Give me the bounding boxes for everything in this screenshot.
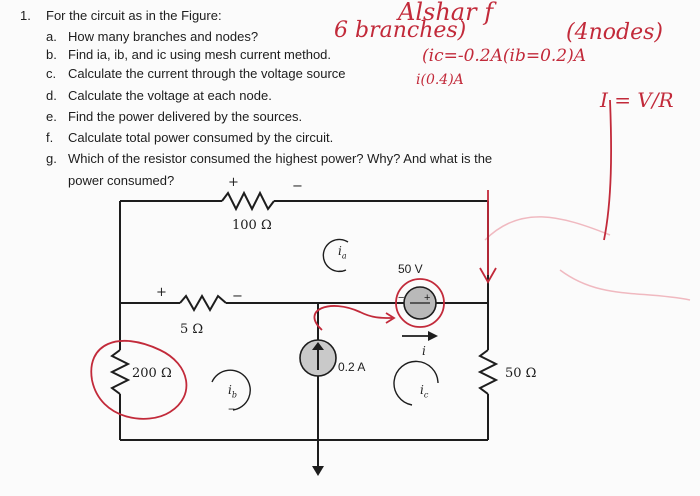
plus-mark-left: + [156, 285, 167, 300]
circuit-wires [109, 190, 499, 470]
handwritten-nodes: (4nodes) [566, 20, 663, 45]
resistor-50-label: 50 Ω [505, 366, 537, 381]
handwritten-ic-ib: (ic=-0.2A(ib=0.2)A [422, 46, 587, 66]
resistor-100-label: 100 Ω [232, 218, 272, 233]
item-e-text: Find the power delivered by the sources. [68, 109, 303, 124]
question-number: 1. [20, 8, 31, 23]
mesh-c-arc [393, 360, 439, 406]
handwritten-vs-current: i(0.4)A [416, 72, 464, 88]
mesh-a-arc [322, 238, 349, 273]
item-b-marker: b. [46, 47, 57, 62]
item-a-text: How many branches and nodes? [68, 29, 259, 44]
pen-marks [90, 99, 613, 420]
vsource-minus: − [398, 292, 405, 304]
faint-pen-stroke [484, 216, 611, 241]
mesh-b-sub: b [231, 390, 237, 400]
mesh-a-minus: − [338, 264, 346, 278]
voltage-source [403, 286, 437, 320]
mesh-c-label: ic [420, 383, 429, 400]
item-g-marker: g. [46, 151, 57, 166]
faint-pen-stroke [559, 269, 691, 301]
mesh-a-label: ia [338, 244, 347, 261]
handwritten-branches: 6 branches) [334, 18, 467, 43]
resistor-5-label: 5 Ω [180, 322, 204, 337]
item-g-text: Which of the resistor consumed the highe… [68, 151, 493, 166]
mesh-b-arc [211, 369, 251, 411]
mesh-b-minus: − [228, 402, 236, 416]
item-d-marker: d. [46, 88, 57, 103]
mesh-a-sub: a [341, 251, 347, 261]
item-a-marker: a. [46, 29, 57, 44]
item-d-text: Calculate the voltage at each node. [68, 88, 272, 103]
mesh-b-label: ib [228, 383, 237, 400]
item-f-text: Calculate total power consumed by the ci… [68, 130, 334, 145]
minus-mark-top: − [292, 179, 303, 194]
minus-mark-left: − [232, 289, 243, 304]
current-source [299, 339, 337, 377]
mid-current-label: i [422, 344, 426, 358]
item-b-text: Find ia, ib, and ic using mesh current m… [68, 47, 332, 62]
plus-mark-top: + [228, 175, 239, 190]
voltage-source-label: 50 V [398, 262, 423, 276]
item-f-marker: f. [46, 130, 54, 145]
item-g-continuation: power consumed? [68, 173, 175, 188]
ground-arrow [312, 466, 324, 476]
question-intro: For the circuit as in the Figure: [46, 8, 222, 23]
current-arrowhead [428, 331, 438, 341]
item-c-marker: c. [46, 66, 57, 81]
item-c-text: Calculate the current through the voltag… [68, 66, 346, 81]
mesh-c-sub: c [423, 390, 429, 400]
handwritten-name: Alshar f [398, 0, 494, 26]
item-e-marker: e. [46, 109, 57, 124]
resistor-200-label: 200 Ω [132, 366, 172, 381]
current-source-label: 0.2 A [338, 360, 366, 374]
handwritten-ohm-law: I = V/R [600, 88, 674, 112]
vsource-plus: + [424, 292, 431, 304]
